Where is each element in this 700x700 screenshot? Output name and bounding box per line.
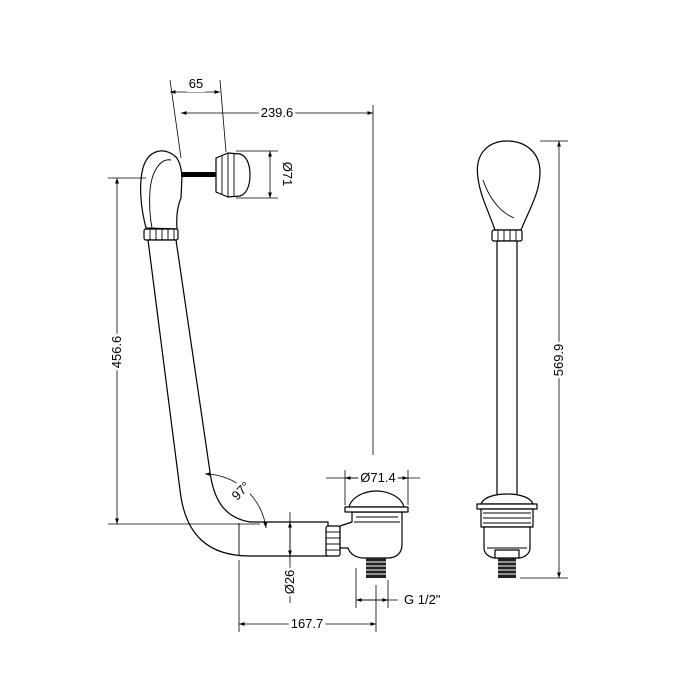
dim-label-waste-horizontal: 167.7 [291,616,324,631]
front-collar-nut [491,229,523,242]
label-backing [186,75,206,92]
label-backing [279,159,296,189]
label-backing [108,333,125,371]
label-backing [550,341,567,379]
front-waste-thread [498,558,516,578]
overflow-pipe [147,239,329,557]
waste-thread [366,558,386,578]
front-view [476,140,541,578]
dimension-labels: 65 239.6 Ø71 456.6 97° Ø71.4 Ø26 G 1/2" … [108,75,567,632]
dim-label-waste-thread: G 1/2" [404,592,441,607]
dim-label-side-height: 456.6 [109,336,124,369]
label-backing [281,567,298,597]
dim-label-overflow-offset: 65 [189,76,203,91]
overflow-rod [181,172,218,177]
dim-label-front-height: 569.9 [551,344,566,377]
label-backing [258,104,296,121]
label-backing [226,476,256,506]
label-backing [358,469,398,486]
side-collar-nut [143,228,179,241]
dim-label-pipe-diameter: Ø26 [282,570,297,595]
label-backing [402,591,443,608]
side-view [140,150,409,578]
overflow-plate [215,152,251,198]
waste-coupling-nut [325,525,341,557]
dim-label-overflow-diameter: Ø71 [280,162,295,187]
front-pipe [496,240,518,500]
label-backing [288,615,326,632]
waste-body [339,511,403,559]
waste-plug [348,490,405,508]
front-overflow-head [476,140,541,231]
dim-label-overflow-reach: 239.6 [261,105,294,120]
dim-label-waste-diameter: Ø71.4 [360,470,395,485]
dim-label-bend-angle: 97° [229,479,254,504]
